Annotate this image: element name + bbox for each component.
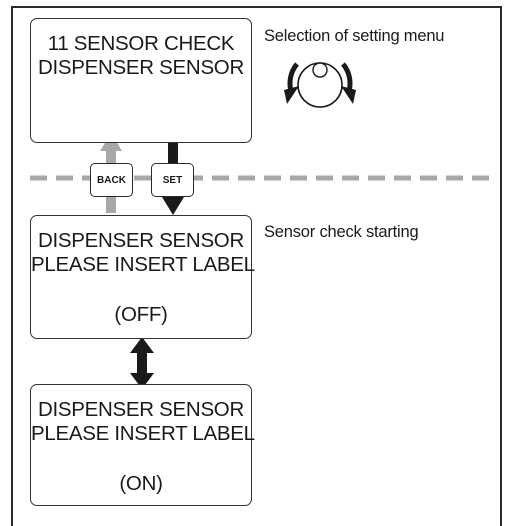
dial-note: Selection of setting menu — [264, 27, 445, 45]
double-arrow-icon — [130, 337, 154, 389]
screen-line: DISPENSER SENSOR — [38, 229, 244, 252]
screen-line: (ON) — [119, 472, 163, 495]
screen-line: PLEASE INSERT LABEL — [31, 422, 255, 445]
set-button[interactable]: SET — [151, 163, 194, 197]
start-note: Sensor check starting — [264, 223, 419, 241]
rotary-dial-icon — [284, 62, 356, 108]
screen-line: DISPENSER SENSOR — [38, 56, 244, 79]
diagram-frame — [11, 6, 502, 526]
screen-line: PLEASE INSERT LABEL — [31, 253, 255, 276]
screen-line: 11 SENSOR CHECK — [47, 32, 235, 55]
screen-line: (OFF) — [114, 303, 168, 326]
screen-line: DISPENSER SENSOR — [38, 398, 244, 421]
lcd-screen-menu: 11 SENSOR CHECK DISPENSER SENSOR — [30, 18, 252, 143]
lcd-screen-off: DISPENSER SENSOR PLEASE INSERT LABEL (OF… — [30, 215, 255, 339]
lcd-screen-on: DISPENSER SENSOR PLEASE INSERT LABEL (ON… — [30, 384, 255, 506]
back-button[interactable]: BACK — [90, 163, 133, 197]
